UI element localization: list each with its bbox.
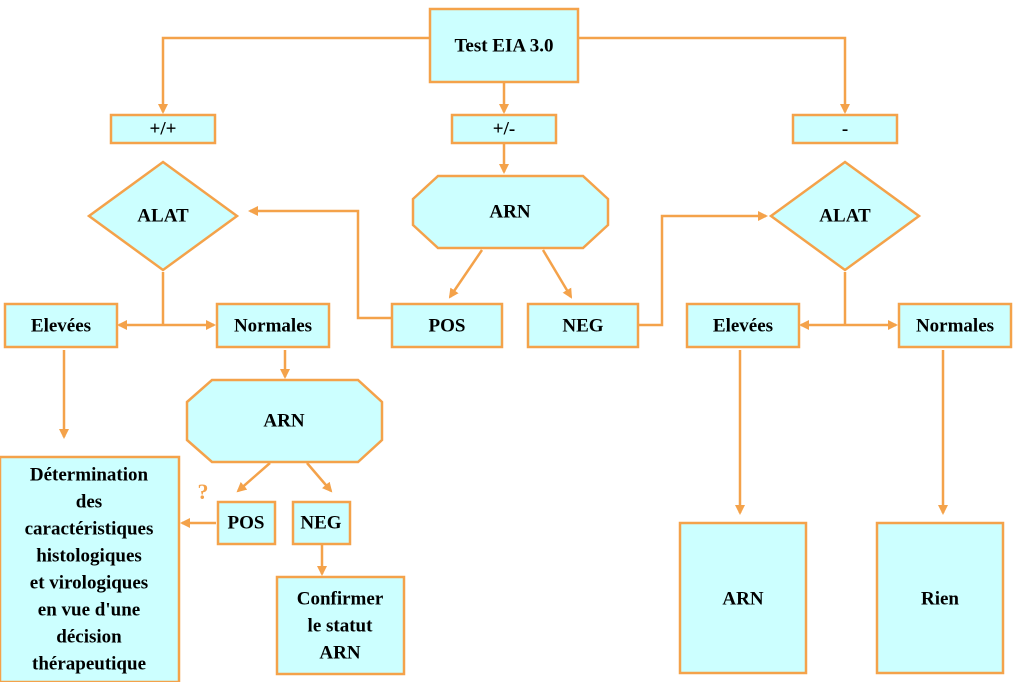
elevees-left-label: Elevées	[31, 316, 91, 337]
edge-arn-lower-to-neg	[306, 462, 333, 493]
node-alat-right: ALAT	[768, 160, 922, 272]
determination-line-2: des	[76, 492, 102, 513]
edge-arn-to-pos	[448, 249, 484, 299]
edge-arn-to-neg	[541, 249, 573, 299]
confirmer-line-3: ARN	[319, 643, 360, 664]
node-elevees-right: Elevées	[685, 302, 801, 349]
node-neg-mid: NEG	[526, 302, 640, 349]
edges	[59, 36, 948, 576]
rien-result-label: Rien	[921, 589, 959, 610]
alat-left-label: ALAT	[137, 206, 189, 227]
node-neg-lower: NEG	[291, 500, 352, 546]
determination-line-8: thérapeutique	[32, 654, 146, 675]
determination-line-6: en vue d'une	[38, 600, 140, 621]
determination-line-4: histologiques	[36, 546, 142, 567]
determination-line-3: caractéristiques	[25, 519, 154, 540]
node-elevees-left: Elevées	[3, 302, 119, 349]
normales-left-label: Normales	[234, 316, 312, 337]
edge-neg-to-alat-right	[638, 211, 768, 327]
node-arn-top: ARN	[411, 174, 610, 250]
confirmer-line-2: le statut	[308, 616, 374, 637]
node-arn-result: ARN	[678, 521, 808, 675]
pos-mid-label: POS	[429, 316, 466, 337]
alat-right-label: ALAT	[819, 206, 871, 227]
node-branch-neg: -	[791, 113, 899, 145]
node-branch-pos-neg: +/-	[450, 113, 558, 145]
node-test-eia: Test EIA 3.0	[428, 7, 580, 84]
node-arn-lower: ARN	[185, 378, 384, 464]
determination-line-5: et virologiques	[30, 573, 148, 594]
normales-right-label: Normales	[916, 316, 994, 337]
question-mark: ?	[198, 479, 209, 504]
arn-result-label: ARN	[722, 589, 763, 610]
node-normales-right: Normales	[897, 302, 1013, 349]
neg-mid-label: NEG	[562, 316, 603, 337]
test-eia-label: Test EIA 3.0	[454, 36, 553, 57]
neg-lower-label: NEG	[300, 513, 341, 534]
edge-test-to-neg	[578, 36, 850, 114]
node-pos-lower: POS	[216, 500, 277, 546]
determination-line-7: décision	[56, 627, 122, 648]
node-alat-left: ALAT	[86, 160, 240, 272]
arn-top-label: ARN	[489, 202, 530, 223]
node-determination: Détermination des caractéristiques histo…	[0, 455, 181, 682]
branch-neg-label: -	[842, 119, 848, 140]
node-normales-left: Normales	[215, 302, 331, 349]
edge-pos-to-alat-left	[248, 206, 392, 320]
node-confirmer: Confirmer le statut ARN	[275, 575, 406, 676]
pos-lower-label: POS	[228, 513, 265, 534]
edge-test-to-pospos	[158, 36, 430, 114]
branch-pos-neg-label: +/-	[493, 119, 515, 140]
edge-arn-lower-to-pos	[236, 462, 271, 493]
elevees-right-label: Elevées	[713, 316, 773, 337]
node-branch-pos-pos: +/+	[109, 113, 217, 145]
node-pos-mid: POS	[390, 302, 504, 349]
branch-pos-pos-label: +/+	[150, 119, 177, 140]
arn-lower-label: ARN	[263, 411, 304, 432]
node-rien-result: Rien	[875, 521, 1005, 675]
confirmer-line-1: Confirmer	[297, 589, 384, 610]
determination-line-1: Détermination	[30, 465, 149, 486]
